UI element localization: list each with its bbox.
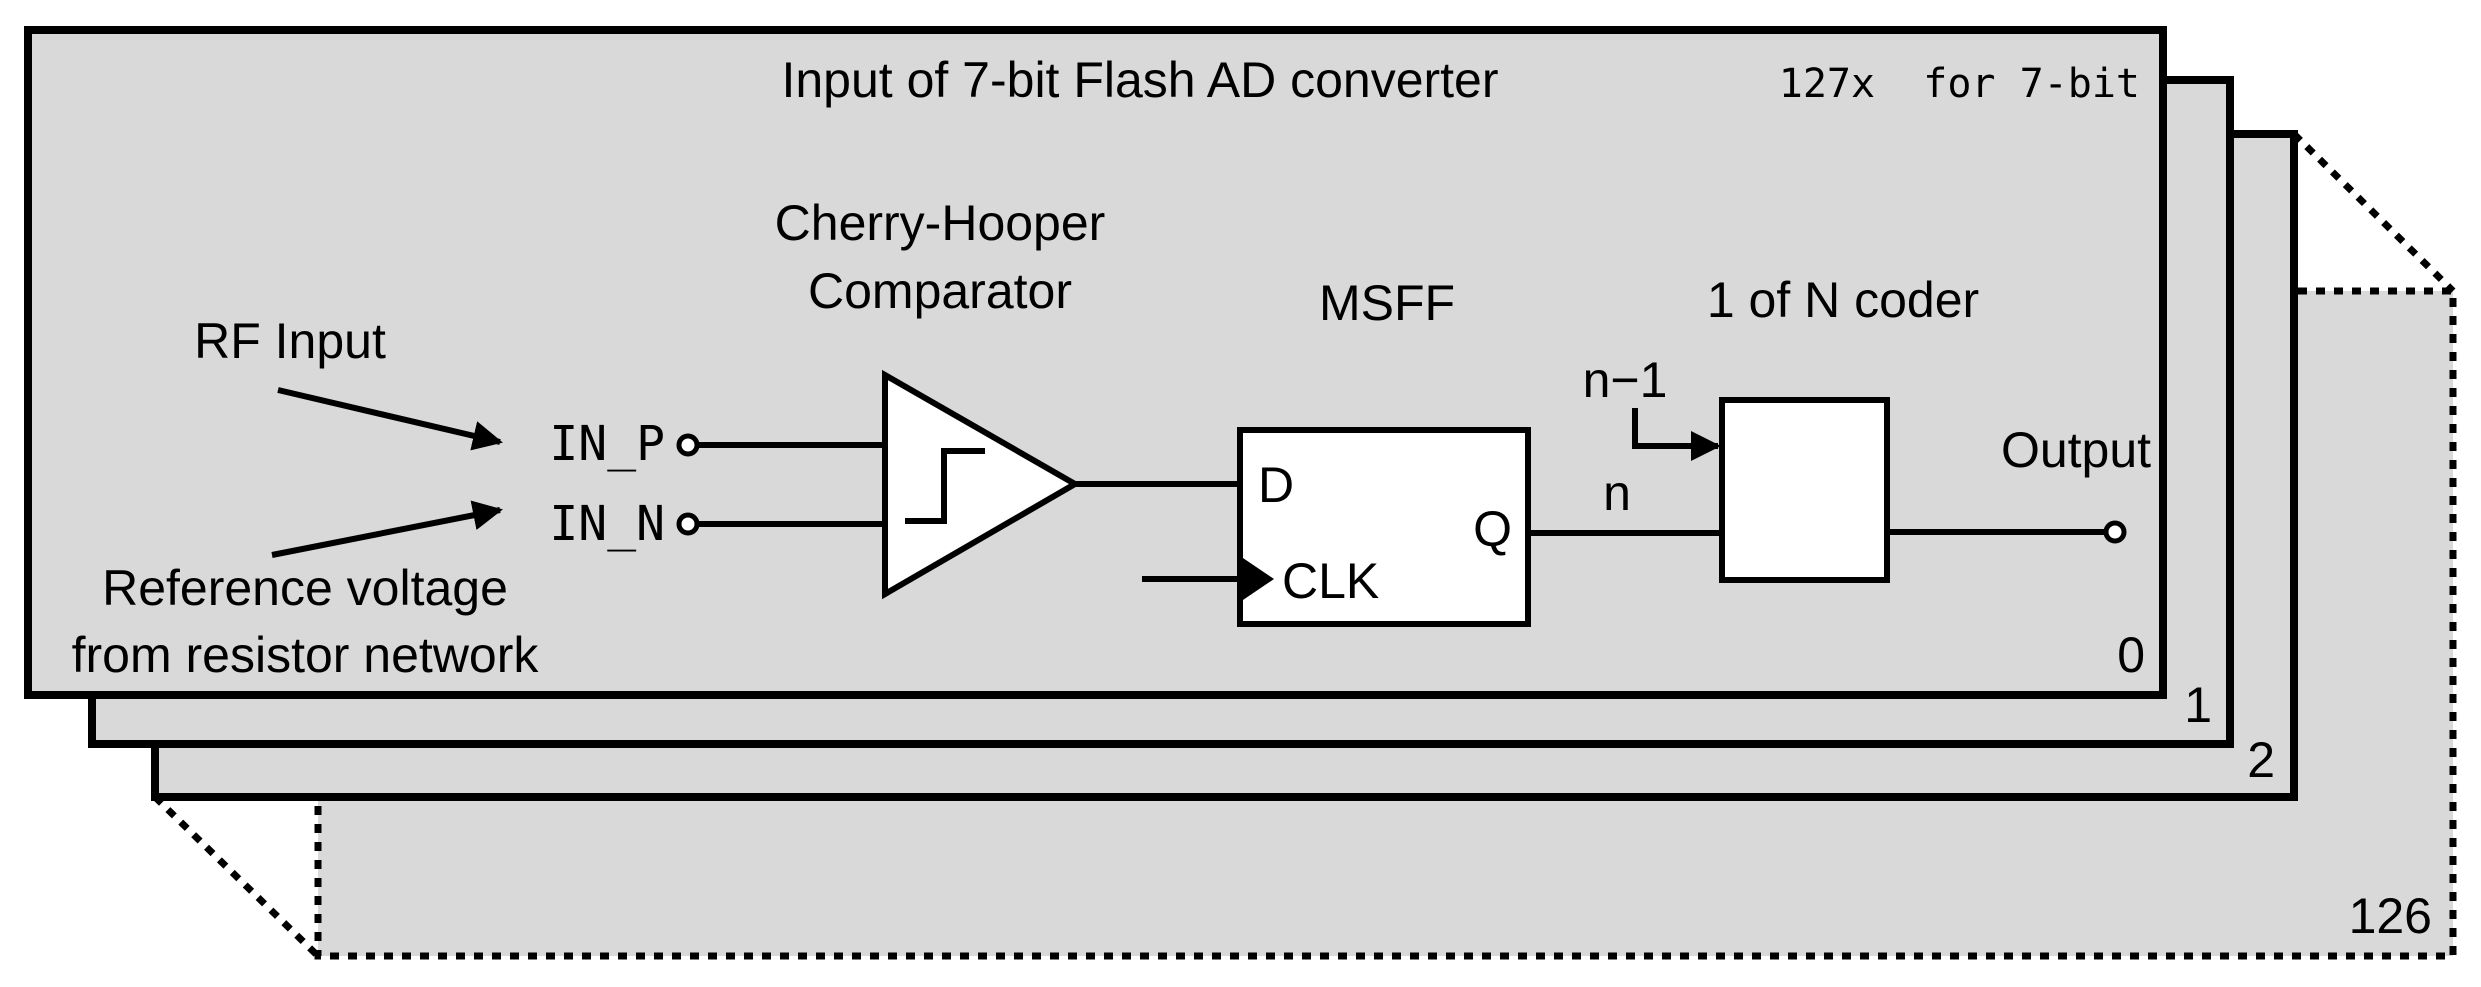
layer-index-0: 0 xyxy=(2117,627,2145,683)
pin-in-p-terminal xyxy=(676,433,700,457)
msff-q-pin-label: Q xyxy=(1473,501,1512,557)
coder-label: 1 of N coder xyxy=(1707,272,1979,328)
diagram-title: Input of 7-bit Flash AD converter xyxy=(781,52,1498,108)
stack-count-note: 127x for 7-bit xyxy=(1779,61,2140,107)
clock-edge-icon xyxy=(1240,556,1274,602)
msff-clk-pin-label: CLK xyxy=(1282,553,1379,609)
reference-label-line-2: from resistor network xyxy=(72,627,540,683)
layer-index-126: 126 xyxy=(2349,888,2432,944)
n-minus-1-arrow xyxy=(1632,408,1721,461)
output-terminal xyxy=(2103,520,2127,544)
layer-0-panel: Input of 7-bit Flash AD converter 127x f… xyxy=(24,26,2167,699)
layer-index-2: 2 xyxy=(2247,732,2275,788)
msff-d-pin-label: D xyxy=(1258,457,1294,513)
signal-n-minus-1-label: n−1 xyxy=(1583,352,1668,408)
pin-in-n-label: IN_N xyxy=(549,496,665,552)
reference-label-line-1: Reference voltage xyxy=(102,560,508,616)
reference-arrow xyxy=(271,500,503,558)
layer-index-1: 1 xyxy=(2184,677,2212,733)
msff-block xyxy=(1237,427,1531,627)
comparator-label-line-1: Cherry-Hooper xyxy=(775,195,1106,251)
rf-input-label: RF Input xyxy=(194,313,386,369)
rf-input-arrow xyxy=(277,387,503,451)
pin-in-p-label: IN_P xyxy=(549,416,665,472)
signal-n-label: n xyxy=(1603,465,1631,521)
pin-in-n-terminal xyxy=(676,512,700,536)
comparator-label-line-2: Comparator xyxy=(808,263,1072,319)
coder-block xyxy=(1719,397,1890,583)
comparator-triangle-icon xyxy=(882,369,1082,600)
output-label: Output xyxy=(2001,422,2151,478)
hysteresis-icon xyxy=(905,448,985,524)
msff-label: MSFF xyxy=(1319,275,1455,331)
